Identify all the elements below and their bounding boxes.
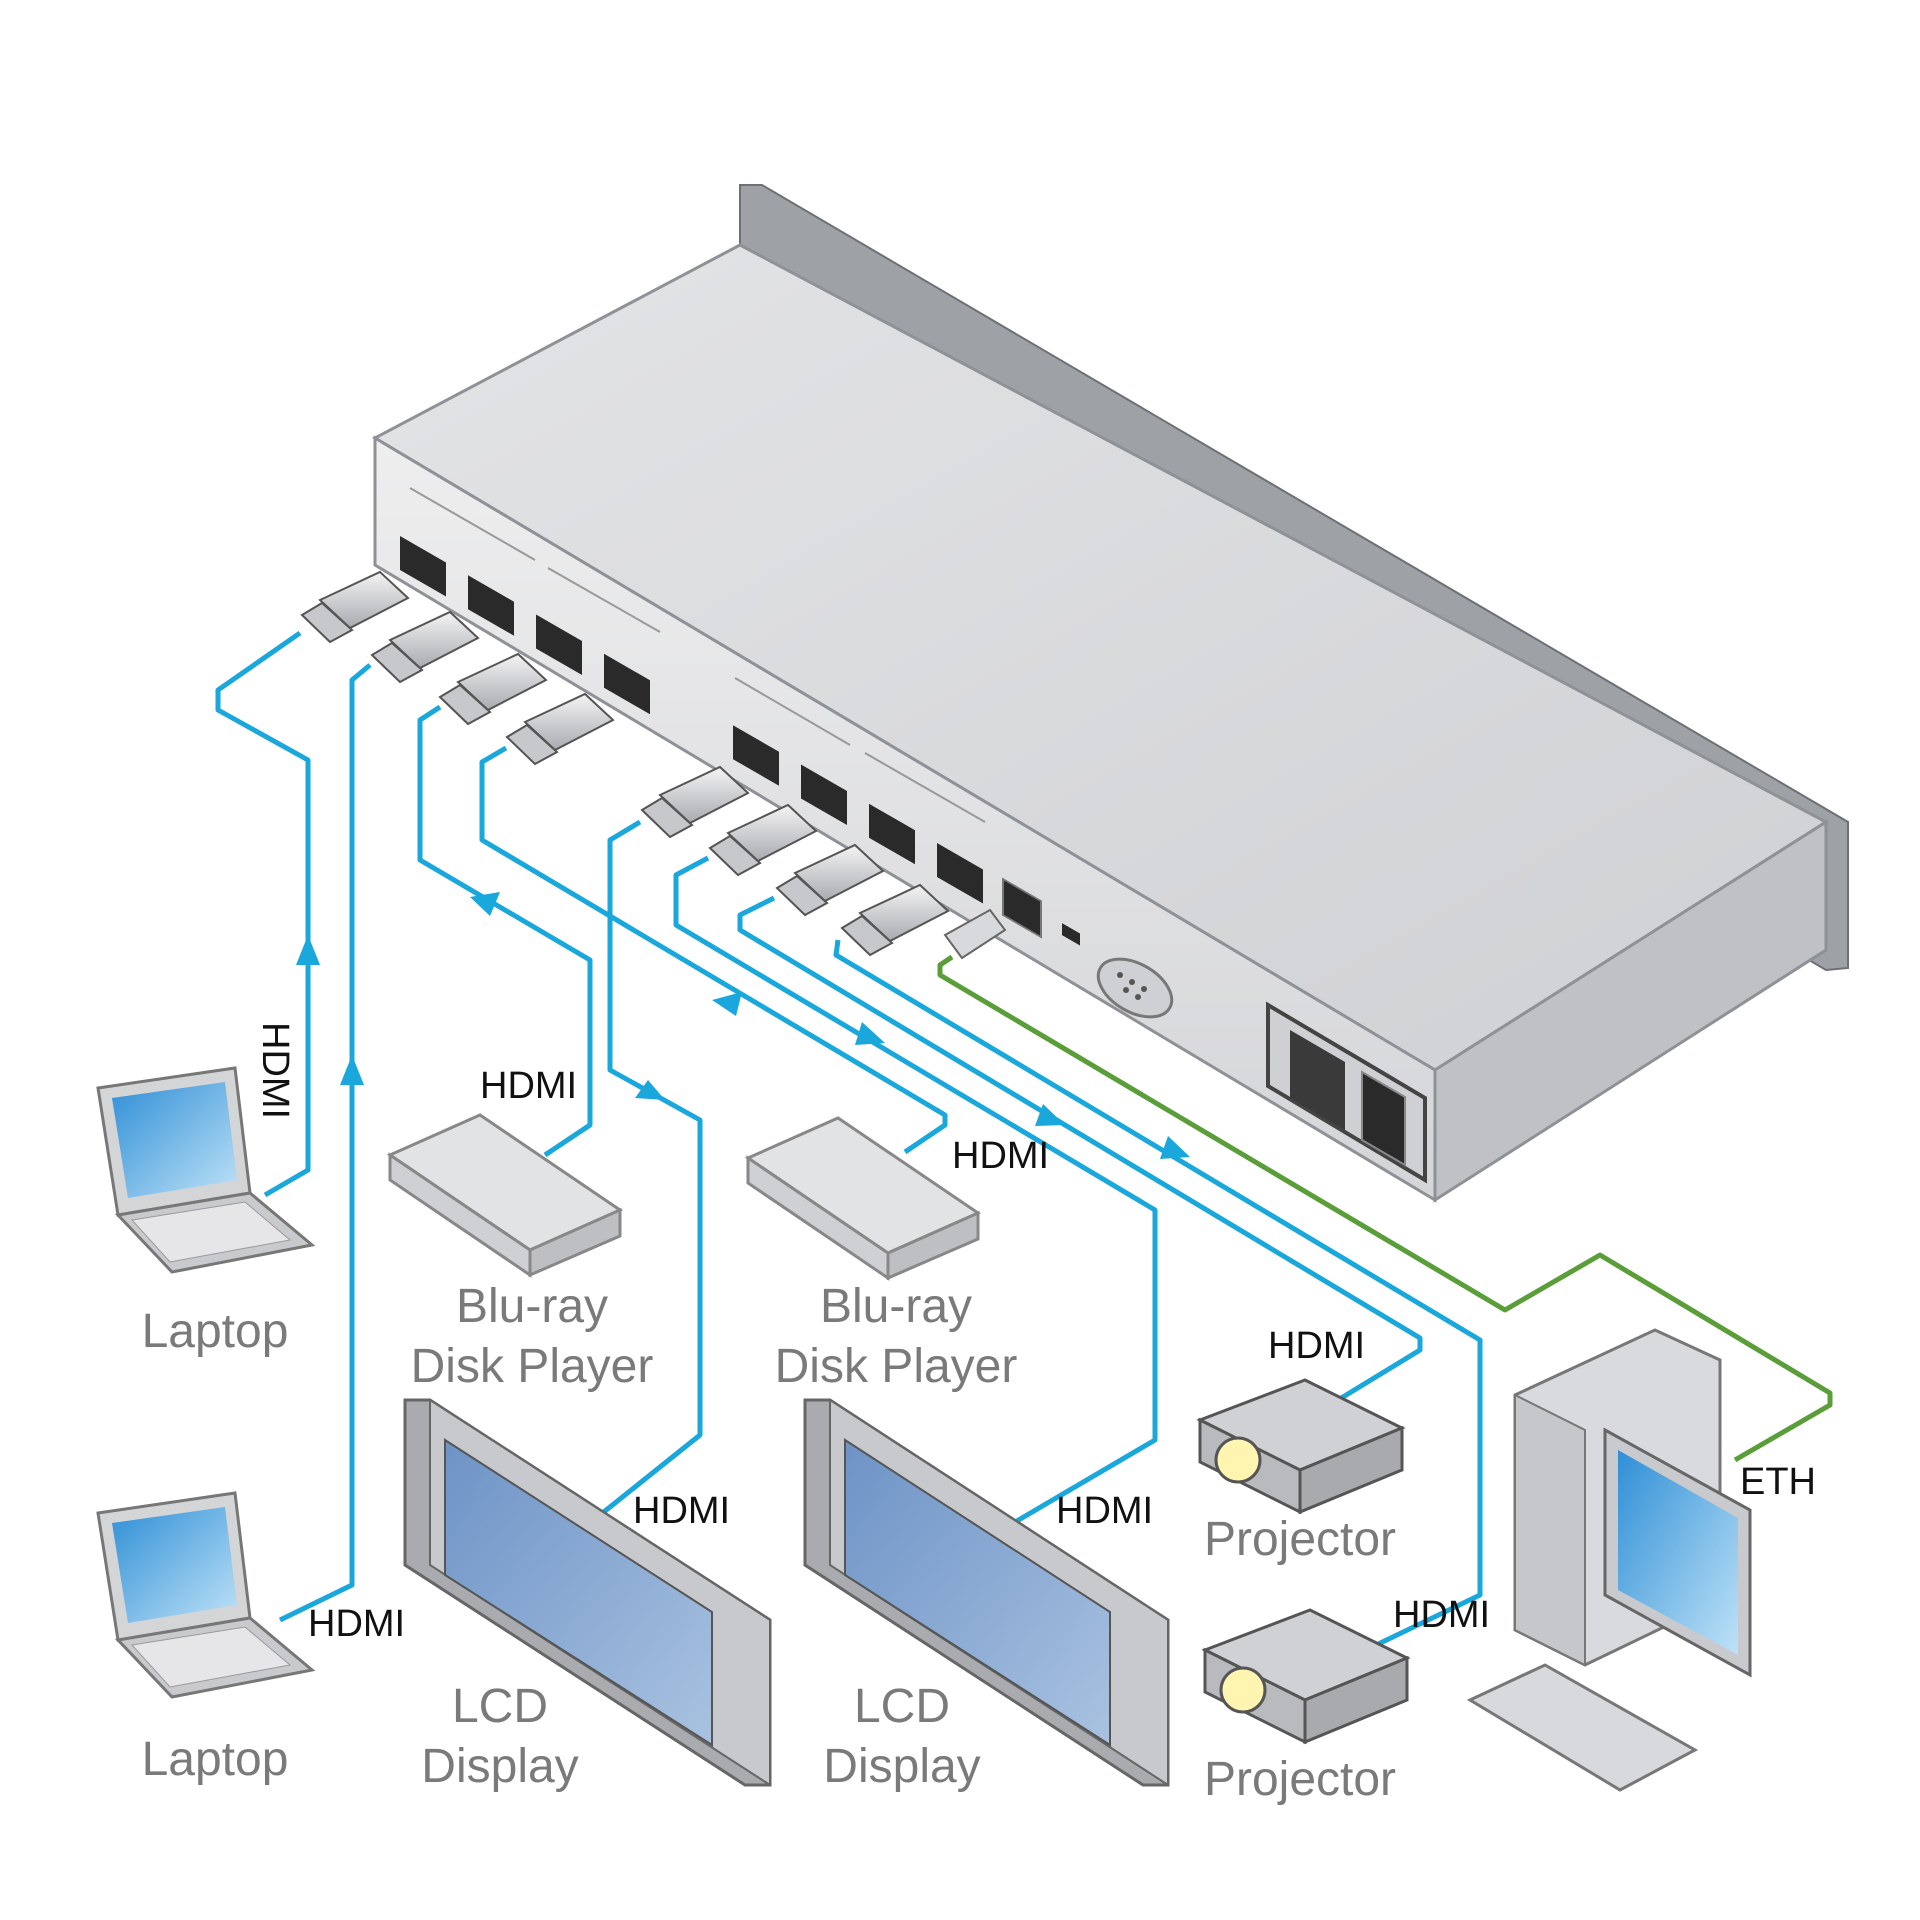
pc-workstation bbox=[1466, 1328, 1752, 1792]
projector-bottom bbox=[1201, 1608, 1411, 1745]
input-ports bbox=[400, 535, 650, 715]
cable-eth bbox=[937, 954, 1833, 1463]
hdmi-plug bbox=[300, 570, 410, 644]
cable-lcd-right bbox=[673, 855, 1158, 1528]
hdmi-port-icon bbox=[869, 803, 915, 865]
hdmi-port-icon bbox=[733, 725, 779, 786]
cable-labels: HDMI HDMI HDMI HDMI HDMI HDMI HDMI HDMI … bbox=[254, 1022, 1816, 1645]
hdmi-cables bbox=[215, 630, 1483, 1663]
rs232-port-icon bbox=[1096, 957, 1174, 1019]
laptop-bottom bbox=[96, 1491, 316, 1699]
label-laptop-top: Laptop bbox=[142, 1305, 289, 1358]
chassis-side bbox=[1433, 819, 1828, 1203]
bluray-player-left bbox=[386, 1113, 624, 1278]
hdmi-plug bbox=[505, 692, 615, 766]
power-socket-icon bbox=[1290, 1030, 1345, 1130]
label-lcd-right-line1: LCD bbox=[854, 1680, 950, 1733]
lcd-display-left bbox=[403, 1398, 772, 1787]
cable-label-pc: ETH bbox=[1740, 1461, 1816, 1503]
power-module bbox=[1266, 1001, 1427, 1184]
cable-label-laptop-top: HDMI bbox=[254, 1022, 296, 1119]
cable-label-lcd-right: HDMI bbox=[1056, 1490, 1153, 1532]
lcd-display-right bbox=[803, 1398, 1170, 1787]
cable-label-lcd-left: HDMI bbox=[633, 1490, 730, 1532]
cable-label-bluray-right: HDMI bbox=[952, 1135, 1049, 1177]
cable-label-bluray-left: HDMI bbox=[480, 1065, 577, 1107]
bluray-player-right bbox=[744, 1116, 982, 1281]
cable-laptop-top bbox=[215, 630, 311, 1198]
label-projector-bottom: Projector bbox=[1204, 1753, 1396, 1806]
label-lcd-left-line1: LCD bbox=[452, 1680, 548, 1733]
hdmi-port-icon bbox=[468, 575, 514, 636]
signal-arrows bbox=[296, 892, 1190, 1159]
cable-laptop-bottom bbox=[278, 663, 372, 1623]
ethernet-plug bbox=[943, 908, 1007, 960]
hdmi-plug bbox=[708, 803, 818, 877]
hdmi-port-icon bbox=[801, 764, 847, 826]
label-bluray-right-line2: Disk Player bbox=[775, 1340, 1018, 1393]
hdmi-plugs bbox=[300, 570, 950, 957]
hdmi-plug bbox=[438, 652, 548, 726]
power-switch-icon bbox=[1361, 1070, 1406, 1167]
hdmi-plug bbox=[370, 610, 480, 684]
hdmi-plug bbox=[840, 883, 950, 957]
device-labels: Laptop Laptop Blu-ray Disk Player Blu-ra… bbox=[142, 1280, 1396, 1806]
hdmi-plug bbox=[640, 765, 750, 839]
label-laptop-bottom: Laptop bbox=[142, 1733, 289, 1786]
matrix-switcher bbox=[371, 184, 1849, 1203]
hdmi-port-icon bbox=[604, 653, 650, 715]
cable-bluray-left bbox=[417, 704, 593, 1158]
label-bluray-left-line1: Blu-ray bbox=[456, 1280, 608, 1333]
label-lcd-left-line2: Display bbox=[421, 1740, 578, 1793]
cable-label-projector-top: HDMI bbox=[1268, 1325, 1365, 1367]
cable-bluray-right bbox=[479, 745, 948, 1155]
rj45-port-icon bbox=[1002, 877, 1042, 939]
mini-usb-port-icon bbox=[1062, 923, 1080, 946]
keyboard-icon bbox=[1466, 1663, 1699, 1792]
hdmi-port-icon bbox=[400, 535, 446, 597]
hdmi-port-icon bbox=[536, 614, 582, 676]
label-bluray-left-line2: Disk Player bbox=[411, 1340, 654, 1393]
label-projector-top: Projector bbox=[1204, 1513, 1396, 1566]
output-ports bbox=[733, 725, 983, 904]
cable-label-laptop-bottom: HDMI bbox=[308, 1603, 405, 1645]
hdmi-port-icon bbox=[937, 842, 983, 904]
projector-top bbox=[1196, 1378, 1406, 1515]
cable-projector-top bbox=[737, 895, 1423, 1403]
cable-label-projector-bottom: HDMI bbox=[1393, 1594, 1490, 1636]
laptop-top bbox=[96, 1066, 316, 1274]
cable-projector-bottom bbox=[833, 939, 1483, 1663]
cable-lcd-left bbox=[598, 819, 703, 1517]
label-bluray-right-line1: Blu-ray bbox=[820, 1280, 972, 1333]
label-lcd-right-line2: Display bbox=[823, 1740, 980, 1793]
hdmi-plug bbox=[775, 843, 885, 917]
